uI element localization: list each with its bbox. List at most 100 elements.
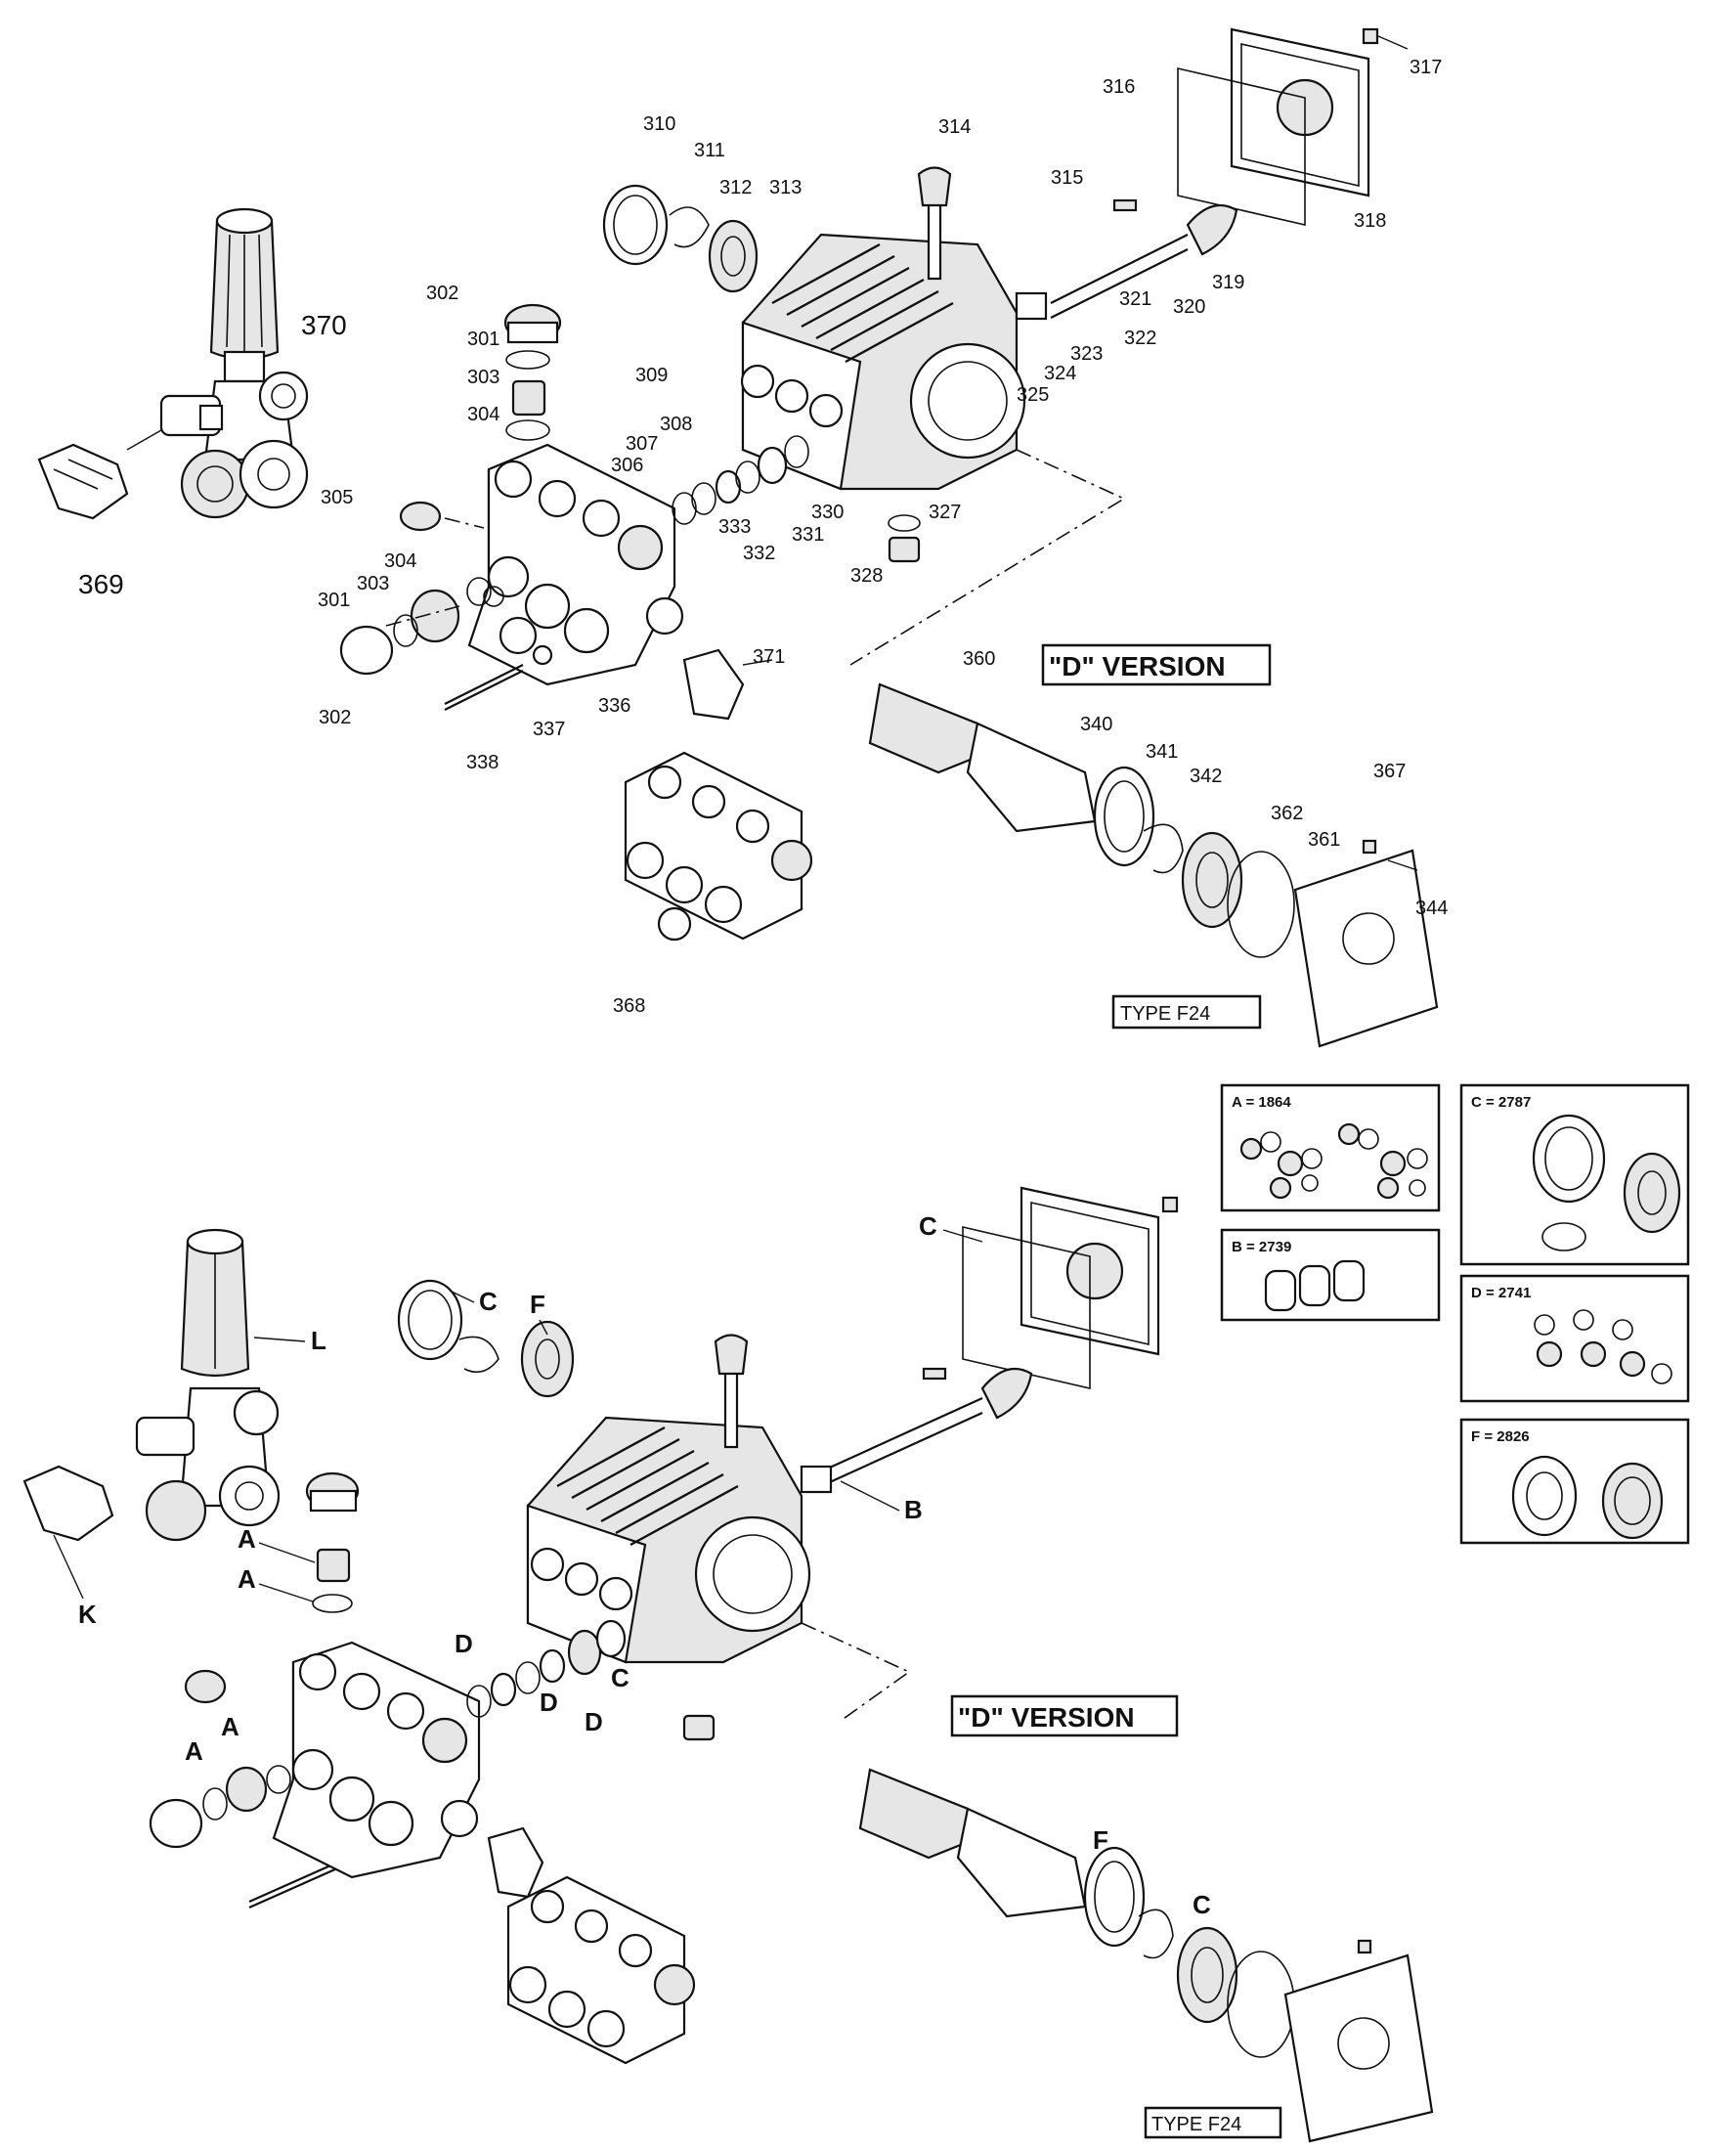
label-367: 367 xyxy=(1373,761,1406,782)
label-337: 337 xyxy=(533,719,565,740)
label-341: 341 xyxy=(1146,741,1178,763)
label-319: 319 xyxy=(1212,272,1244,293)
kit-c-title: C = 2787 xyxy=(1471,1094,1531,1111)
letter-D3: D xyxy=(585,1707,603,1736)
label-314: 314 xyxy=(938,116,971,138)
d-version-title-bottom: "D" VERSION xyxy=(958,1702,1135,1733)
letter-A3: A xyxy=(221,1712,239,1741)
label-313: 313 xyxy=(769,177,802,198)
kit-f-title: F = 2826 xyxy=(1471,1428,1530,1445)
manifold-bottom xyxy=(272,1641,481,1879)
label-342: 342 xyxy=(1190,766,1222,787)
label-318: 318 xyxy=(1354,210,1386,232)
top-assembly: 302 301 303 304 305 304 303 301 302 306 … xyxy=(37,27,1448,1048)
letter-K: K xyxy=(78,1600,97,1629)
letter-F2: F xyxy=(1093,1825,1108,1855)
label-368: 368 xyxy=(613,995,645,1017)
letter-C2: C xyxy=(919,1211,937,1241)
label-360: 360 xyxy=(963,648,995,670)
manifold-preview-368 xyxy=(624,751,813,942)
kit-a-title: A = 1864 xyxy=(1232,1094,1291,1111)
rear-cover-top xyxy=(1015,27,1409,321)
label-303b: 303 xyxy=(357,573,389,594)
seals-bottom xyxy=(397,1279,716,1741)
fitting-369 xyxy=(37,429,162,520)
letter-C3: C xyxy=(611,1663,629,1692)
kit-b-title: B = 2739 xyxy=(1232,1239,1291,1255)
label-332: 332 xyxy=(743,543,775,564)
label-301b: 301 xyxy=(318,590,350,611)
label-321: 321 xyxy=(1119,288,1151,310)
kit-box-b: B = 2739 xyxy=(1220,1228,1441,1322)
label-338: 338 xyxy=(466,752,499,773)
seals-top xyxy=(602,184,809,525)
label-309: 309 xyxy=(635,365,668,386)
kit-box-a: A = 1864 xyxy=(1220,1083,1441,1212)
label-310: 310 xyxy=(643,113,675,135)
crankcase-top xyxy=(740,166,1026,491)
label-303a: 303 xyxy=(467,367,499,388)
label-316: 316 xyxy=(1103,76,1135,98)
letter-A1: A xyxy=(238,1524,256,1554)
label-369: 369 xyxy=(78,569,124,599)
label-331: 331 xyxy=(792,524,824,546)
valve-parts-bottom xyxy=(149,1471,544,1909)
manifold-top xyxy=(467,443,684,686)
label-311: 311 xyxy=(694,140,725,161)
letter-B: B xyxy=(904,1495,923,1524)
label-361: 361 xyxy=(1308,829,1340,851)
label-302b: 302 xyxy=(319,707,351,728)
label-323: 323 xyxy=(1070,343,1103,365)
letter-L: L xyxy=(311,1326,326,1355)
label-327: 327 xyxy=(929,502,961,523)
d-version-parts-top xyxy=(868,682,1439,1048)
letter-A2: A xyxy=(238,1564,256,1594)
letter-D1: D xyxy=(455,1629,473,1658)
unloader-valve-bottom xyxy=(22,1228,281,1542)
label-315: 315 xyxy=(1051,167,1083,189)
label-340: 340 xyxy=(1080,714,1112,735)
label-320: 320 xyxy=(1173,296,1205,318)
letter-A4: A xyxy=(185,1736,203,1766)
kit-box-c: C = 2787 xyxy=(1459,1083,1690,1266)
label-305: 305 xyxy=(321,487,353,508)
kit-d-title: D = 2741 xyxy=(1471,1285,1531,1301)
label-304b: 304 xyxy=(384,550,416,572)
label-325: 325 xyxy=(1017,384,1049,406)
kit-box-f: F = 2826 xyxy=(1459,1418,1690,1545)
drain-plug-top xyxy=(888,514,921,563)
d-version-parts-bottom xyxy=(858,1768,1434,2143)
label-304a: 304 xyxy=(467,404,499,425)
label-330: 330 xyxy=(811,502,844,523)
label-336: 336 xyxy=(598,695,630,717)
top-part-labels: 302 301 303 304 305 304 303 301 302 306 … xyxy=(78,57,1448,1017)
label-324: 324 xyxy=(1044,363,1076,384)
label-302a: 302 xyxy=(426,283,458,304)
manifold-preview-bottom xyxy=(506,1875,696,2065)
letter-C1: C xyxy=(479,1287,498,1316)
label-362: 362 xyxy=(1271,803,1303,824)
crankcase-bottom xyxy=(526,1334,811,1664)
label-307: 307 xyxy=(626,433,658,455)
letter-F1: F xyxy=(530,1290,545,1319)
label-317: 317 xyxy=(1410,57,1442,78)
label-333: 333 xyxy=(718,516,751,538)
label-312: 312 xyxy=(719,177,752,198)
label-301a: 301 xyxy=(467,329,499,350)
kit-box-d: D = 2741 xyxy=(1459,1274,1690,1403)
rear-cover-bottom xyxy=(800,1186,1179,1494)
label-371: 371 xyxy=(753,646,785,668)
type-f24-bottom: TYPE F24 xyxy=(1151,2114,1241,2135)
label-322: 322 xyxy=(1124,328,1156,349)
unloader-valve-top xyxy=(159,207,309,519)
letter-C4: C xyxy=(1193,1890,1211,1919)
label-370: 370 xyxy=(301,310,347,340)
kit-letter-labels: L K B A A A A C C C C D D D F F xyxy=(53,1211,1211,1919)
type-f24-top: TYPE F24 xyxy=(1120,1003,1210,1025)
valve-parts-top xyxy=(339,303,773,721)
letter-D2: D xyxy=(540,1688,558,1717)
label-344: 344 xyxy=(1415,898,1448,919)
bottom-assembly: L K B A A A A C C C C D D D F F "D" VER xyxy=(22,1186,1434,2143)
label-328: 328 xyxy=(850,565,883,587)
